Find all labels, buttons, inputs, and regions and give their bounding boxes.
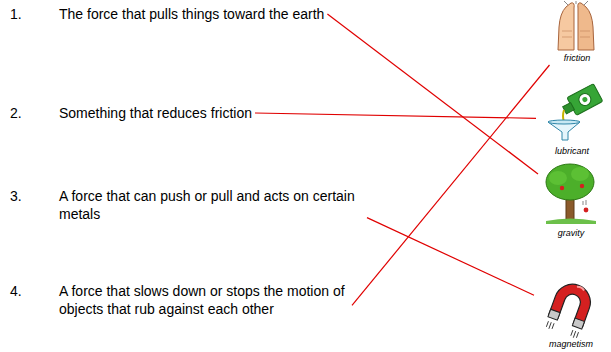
magnet-picture xyxy=(540,278,602,338)
question-text: A force that slows down or stops the mot… xyxy=(59,282,349,318)
item-number: 2. xyxy=(10,104,22,122)
picture-label: magnetism xyxy=(536,339,606,349)
question-text: A force that can push or pull and acts o… xyxy=(59,187,364,223)
question-text: Something that reduces friction xyxy=(59,104,252,122)
question-item: 3. A force that can push or pull and acts… xyxy=(10,187,364,223)
answer-picture: magnetism xyxy=(536,276,606,349)
question-text: The force that pulls things toward the e… xyxy=(59,5,324,23)
match-line xyxy=(327,14,538,174)
picture-label: lubricant xyxy=(538,146,606,156)
item-number: 3. xyxy=(10,187,22,205)
match-line xyxy=(255,113,536,118)
tree-picture xyxy=(542,160,600,226)
item-number: 1. xyxy=(10,5,22,23)
answer-picture: gravity xyxy=(540,160,602,238)
picture-label: gravity xyxy=(540,228,602,238)
picture-label: friction xyxy=(548,53,606,63)
match-line xyxy=(352,65,550,305)
hands-picture xyxy=(552,1,600,51)
oil-can-picture xyxy=(540,82,604,142)
answer-picture: friction xyxy=(548,0,606,63)
item-number: 4. xyxy=(10,282,22,300)
question-item: 2. Something that reduces friction xyxy=(10,104,252,122)
question-item: 1. The force that pulls things toward the… xyxy=(10,5,324,23)
answer-picture: lubricant xyxy=(538,82,606,156)
question-item: 4. A force that slows down or stops the m… xyxy=(10,282,349,318)
